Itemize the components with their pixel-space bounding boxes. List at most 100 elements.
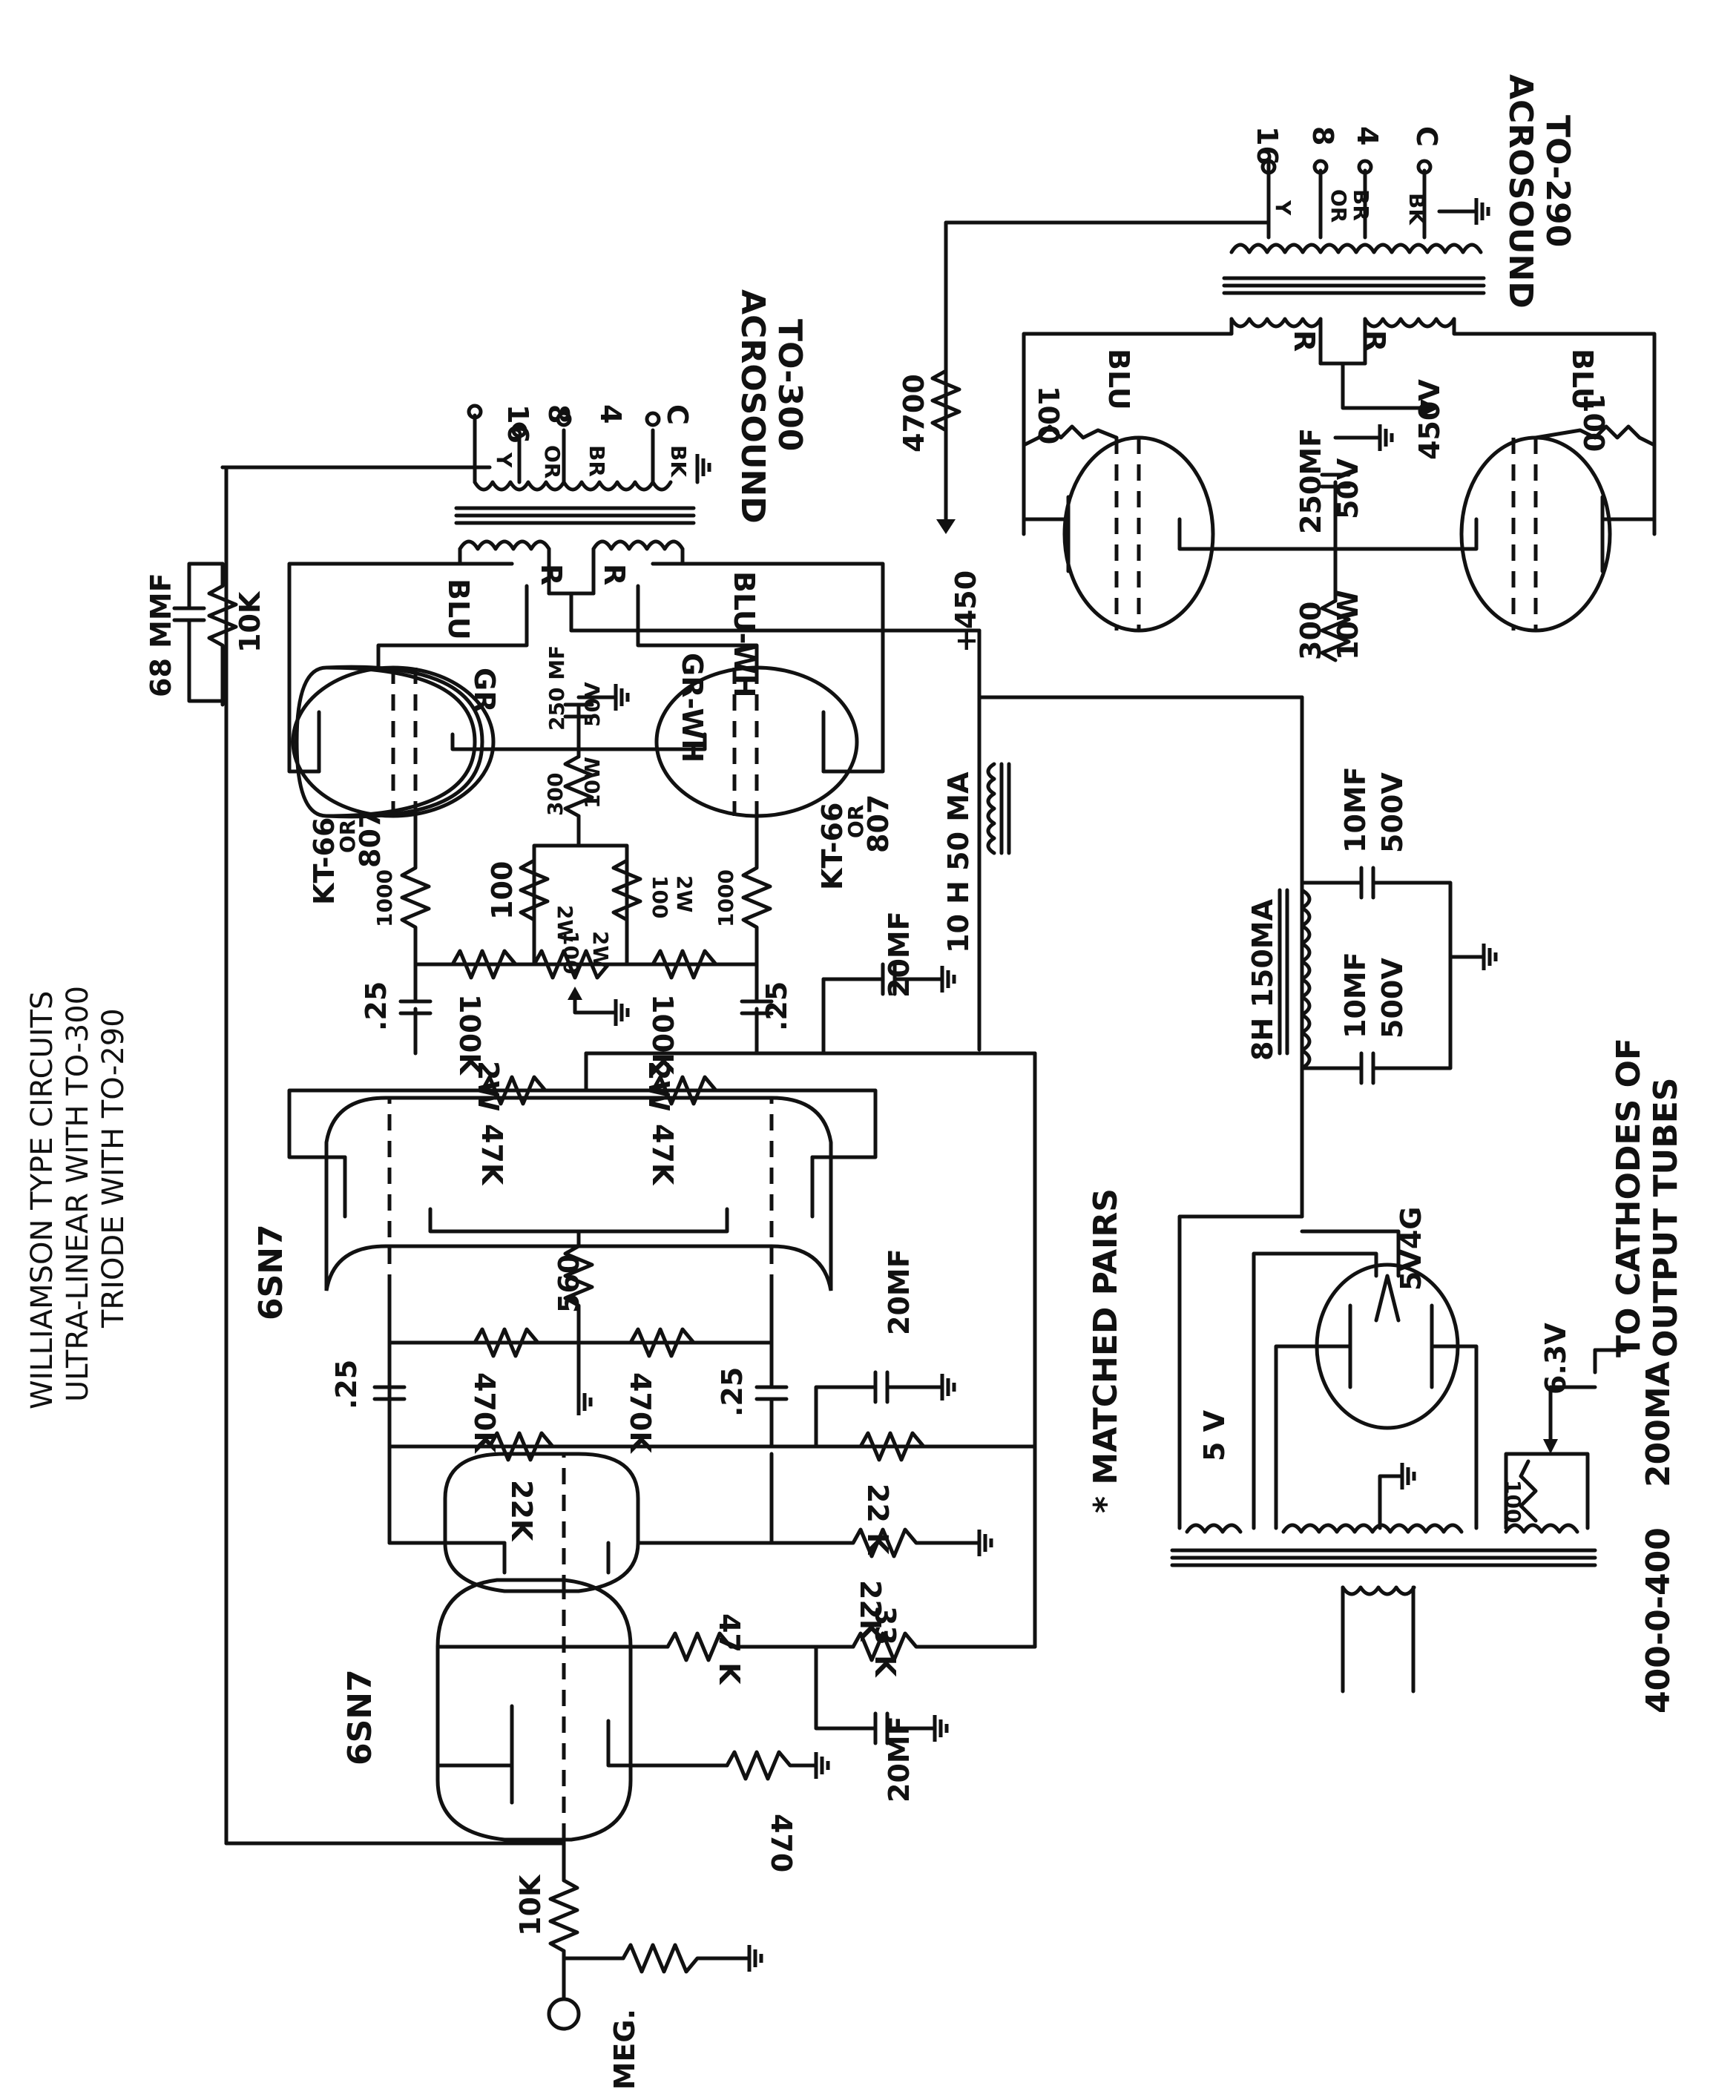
pt-5v-label: 5 V <box>1198 1409 1231 1461</box>
balance-pot <box>532 949 640 980</box>
to-cathodes-1: TO CATHODES OF <box>1610 1038 1648 1357</box>
grid-100k-b-label: 100K <box>646 994 679 1076</box>
bal-100-a-w-label: 2W <box>553 905 577 942</box>
decouple-20mf-b-label: 20MF <box>883 1248 915 1335</box>
output-right-label-2: OR <box>844 805 868 838</box>
input-tube-label: 6SN7 <box>341 1669 379 1765</box>
choke-10h-label: 10 H 50 MA <box>942 771 975 953</box>
common-300 <box>563 732 594 818</box>
pot-100-label: 100 <box>559 931 583 974</box>
to300-tap-16: 16 <box>502 404 534 444</box>
input-stage: 10K 1 MEG. <box>514 1837 761 2100</box>
grid-100k-b <box>651 949 718 980</box>
output-right-label-3: 807 <box>862 794 895 853</box>
dropping-33k <box>851 1631 1037 1662</box>
t-250-v-label: 50V <box>1332 458 1364 519</box>
output-tubes: KT-66 OR 807 KT-66 OR 807 GR GR-WH <box>287 562 895 905</box>
feedback-4700 <box>930 369 961 432</box>
driver-stage: 6SN7 560 470K 470K .25 .25 20MF 47K 2W <box>252 1051 1037 1454</box>
screen-1000-b <box>741 814 772 967</box>
grid-100k-a <box>450 949 518 980</box>
t-300 <box>1320 599 1351 662</box>
to290-section: 4700 16 8 4 C Y OR BR BK ACROSOUND TO-29… <box>898 74 1657 662</box>
grid-100k-a-label: 100K <box>453 994 486 1076</box>
to290-wire-br: BR <box>1349 189 1373 221</box>
to300-pri-blu: BLU <box>442 579 475 640</box>
plate-47k-2w-a <box>480 1075 548 1106</box>
to300-pri-r1: R <box>535 564 568 585</box>
plate-47k-2w-a-label: 47K <box>476 1124 508 1186</box>
feedback-4700-label: 4700 <box>898 374 930 452</box>
cathode-470 <box>725 1750 818 1781</box>
coupling-25-d-label: .25 <box>760 981 793 1031</box>
common-300-label: 300 <box>543 773 568 816</box>
b-plus-section: +450 10 H 50 MA 20MF <box>821 570 1304 1649</box>
splitter-22k-c-label: 22K <box>854 1580 887 1642</box>
screen-1000-a-label: 1000 <box>372 869 397 927</box>
grid-470k-b <box>628 1327 696 1358</box>
output-left-label-1: KT-66 <box>308 817 341 905</box>
bal-100-b-label: 100 <box>648 875 672 918</box>
to290-tap-8: 8 <box>1306 126 1339 145</box>
splitter-22k-b <box>858 1431 926 1462</box>
bal-100-a-label: 100 <box>486 861 519 920</box>
pt-63v-label: 6.3V <box>1539 1323 1572 1395</box>
bal-100-b-w-label: 2W <box>672 875 697 912</box>
to300-tap-8: 8 <box>542 404 575 424</box>
plate-2w-b-label: 2W <box>642 1061 675 1111</box>
input-triode: 6SN7 470 47 K 33 K 20MF <box>341 1578 1037 1872</box>
to290-tap-4: 4 <box>1351 126 1384 145</box>
t-250-label: 250MF <box>1295 428 1327 534</box>
splitter-22k-a-label: 22K <box>505 1480 538 1542</box>
feedback-resistor-label: 10K <box>234 590 266 653</box>
decouple-20mf-a-label: 20MF <box>883 1716 915 1803</box>
plate-47k-2w-b-label: 47K <box>646 1124 679 1186</box>
to300-tap-4: 4 <box>594 404 627 424</box>
grid-leak-1meg-label: 1 MEG. <box>608 2009 641 2100</box>
bypass-250-label: 250 MF <box>545 645 569 731</box>
input-jack <box>547 1997 581 2031</box>
output-right-label-1: KT-66 <box>816 803 849 890</box>
to290-wire-bk: BK <box>1404 193 1429 226</box>
input-resistor-10k <box>548 1878 579 1953</box>
to290-tap-16: 16 <box>1251 126 1283 165</box>
driver-560 <box>563 1229 594 1404</box>
screen-1000-a <box>400 814 431 967</box>
to300-pri-bluwh: BLU-WH <box>728 571 760 697</box>
plate-2w-a-label: 2W <box>472 1061 504 1111</box>
to300-transformer: 16 8 4 C Y OR BR BK ACROSOUND TO-300 BLU… <box>442 289 982 697</box>
t-grid-100-a <box>1022 424 1119 447</box>
input-resistor-10k-label: 10K <box>514 1874 547 1936</box>
to300-name-2: TO-300 <box>771 319 809 451</box>
to290-pri-blu-b: BLU <box>1566 349 1599 410</box>
bias-network: .25 .25 100K 100K 100 2W 100 2W 100 2W 3… <box>360 645 793 1076</box>
t-300-label: 300 <box>1295 602 1327 660</box>
power-supply: 8H 150MA 10MF 500V 10MF 500V 5V4G 5 V <box>1170 766 1685 1714</box>
common-300-w-label: 10W <box>580 757 605 809</box>
to290-pri-r2: R <box>1358 330 1391 352</box>
bal-100-a <box>519 858 550 922</box>
coupling-25-b-label: .25 <box>716 1367 749 1417</box>
to300-pri-r2: R <box>598 564 631 585</box>
grid-470k-a-label: 470K <box>468 1372 501 1454</box>
to290-name-1: ACROSOUND <box>1502 74 1539 309</box>
to300-wire-bk: BK <box>666 445 691 478</box>
decouple-20mf-c-label: 20MF <box>883 911 915 998</box>
to290-pri-blu-a: BLU <box>1102 349 1135 410</box>
splitter-22k-a <box>487 1431 555 1462</box>
driver-560-label: 560 <box>553 1254 585 1313</box>
to300-tap-c: C <box>661 404 694 425</box>
t-grid-100-b <box>1533 424 1657 447</box>
output-left-label-3: 807 <box>354 809 387 868</box>
feedback-network: 10K 68 MMF <box>145 465 566 1846</box>
screen-gr-label: GR <box>468 668 501 712</box>
c-10mf-b-label: 10MF <box>1339 952 1372 1039</box>
to290-name-2: TO-290 <box>1539 115 1576 247</box>
to300-wire-or: OR <box>540 445 565 478</box>
b-plus-label: +450 <box>950 570 982 653</box>
screen-grwh-label: GR-WH <box>676 653 708 763</box>
driver-tube-label: 6SN7 <box>252 1224 290 1320</box>
to290-wire-or: OR <box>1326 189 1351 223</box>
pt-ma-label: 200MA <box>1640 1361 1677 1487</box>
coupling-25-a-label: .25 <box>330 1360 363 1409</box>
